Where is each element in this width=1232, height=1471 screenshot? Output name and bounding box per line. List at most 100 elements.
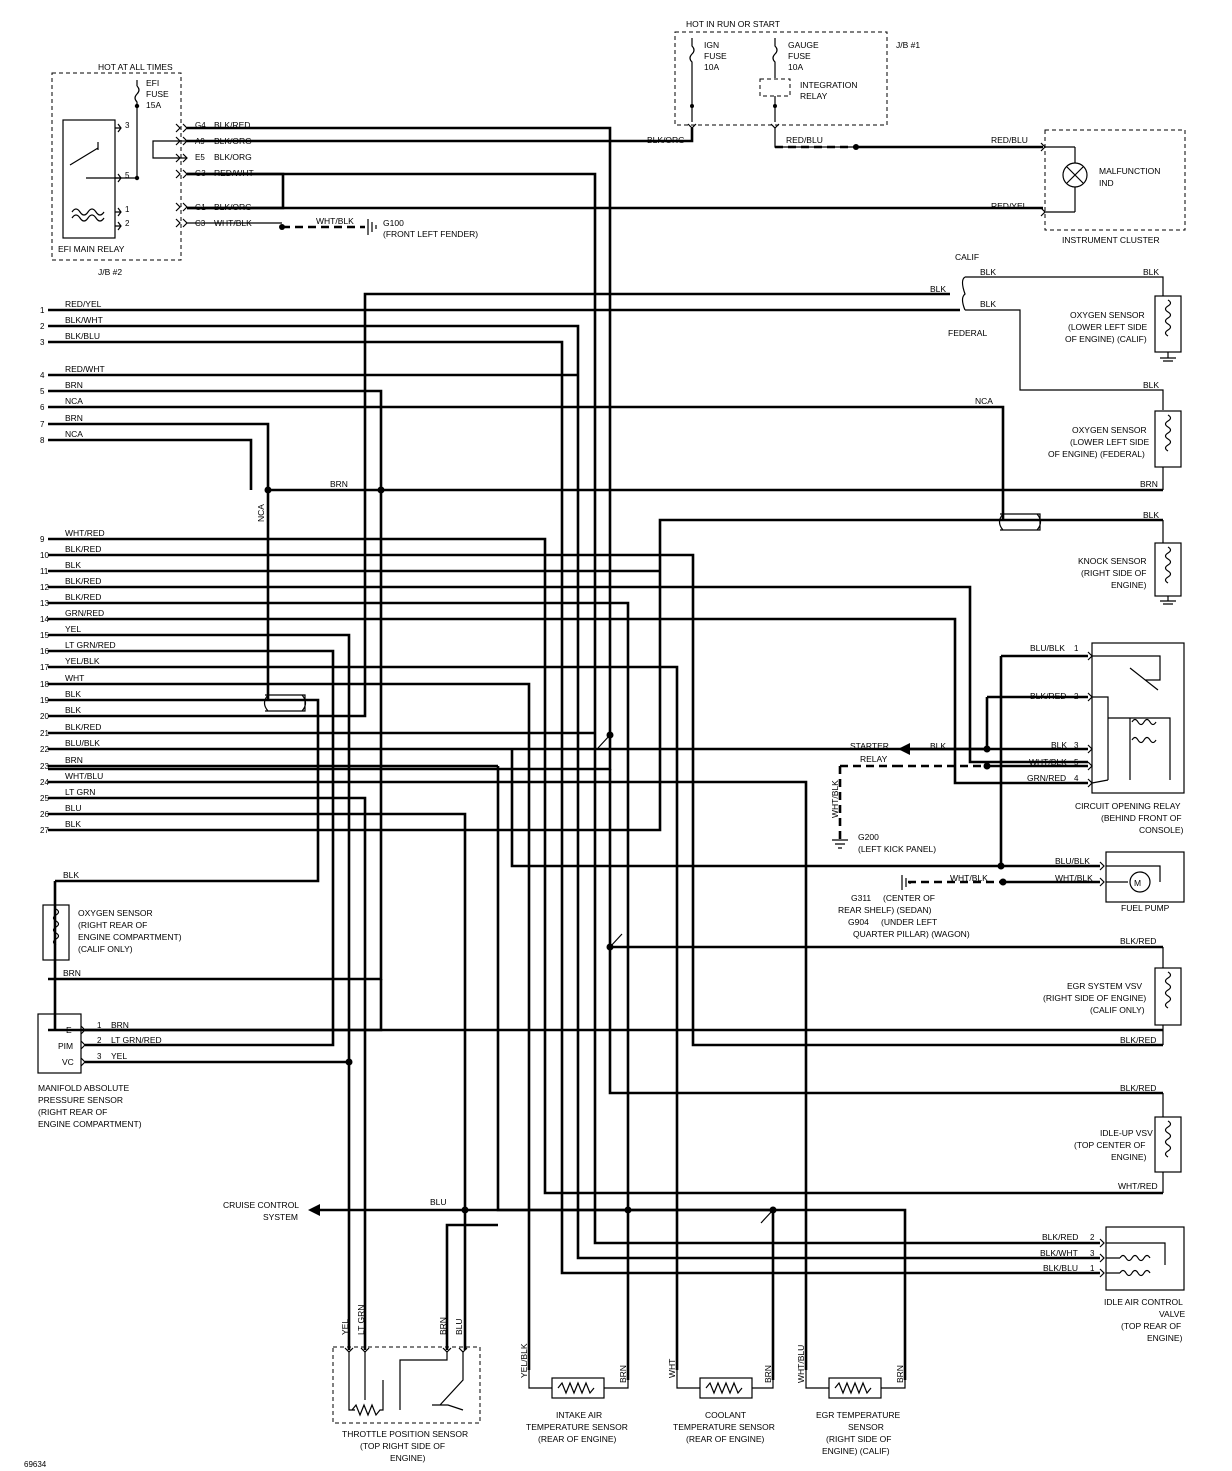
gauge-fuse-icon — [772, 38, 778, 78]
svg-text:BLK/WHT: BLK/WHT — [1040, 1248, 1078, 1258]
svg-text:2: 2 — [1090, 1233, 1095, 1242]
svg-text:G904: G904 — [848, 917, 869, 927]
ecm-pin-wire-label: BLK/RED — [65, 544, 101, 554]
relay-coil-icon — [71, 208, 105, 222]
svg-text:OXYGEN SENSOR: OXYGEN SENSOR — [78, 908, 153, 918]
svg-text:INTAKE AIR: INTAKE AIR — [556, 1410, 602, 1420]
svg-text:G200: G200 — [858, 832, 879, 842]
svg-text:INTEGRATION: INTEGRATION — [800, 80, 857, 90]
throttle-position-sensor: YEL LT GRN BRN BLU THROTTLE POSITION SEN… — [332, 1305, 481, 1463]
svg-text:RELAY: RELAY — [860, 754, 888, 764]
svg-text:TEMPERATURE SENSOR: TEMPERATURE SENSOR — [526, 1422, 628, 1432]
svg-text:15A: 15A — [146, 100, 161, 110]
svg-text:KNOCK SENSOR: KNOCK SENSOR — [1078, 556, 1147, 566]
svg-text:ENGINE) (CALIF): ENGINE) (CALIF) — [822, 1446, 890, 1456]
svg-text:ENGINE): ENGINE) — [1111, 580, 1147, 590]
ecm-pin-number: 16 — [40, 647, 49, 656]
jb1-block: HOT IN RUN OR START J/B #1 IGN FUSE 10A … — [674, 19, 920, 129]
svg-text:CIRCUIT OPENING RELAY: CIRCUIT OPENING RELAY — [1075, 801, 1181, 811]
ecm-pin-wire-label: GRN/RED — [65, 608, 104, 618]
ecm-pin-wire-label: BLU/BLK — [65, 738, 100, 748]
svg-text:WHT/BLK: WHT/BLK — [1029, 757, 1067, 767]
svg-text:BRN: BRN — [330, 479, 348, 489]
svg-text:WHT: WHT — [667, 1359, 677, 1378]
ecm-pin-wire-label: YEL — [65, 624, 81, 634]
o2-sensor-calif: CALIF BLK BLK BLK BLK FEDERAL OXYGEN SEN… — [930, 252, 1182, 410]
svg-text:BLK: BLK — [1143, 510, 1159, 520]
knock-sensor: BLK KNOCK SENSOR (RIGHT SIDE OF ENGINE) — [998, 510, 1182, 605]
svg-text:5: 5 — [125, 171, 130, 180]
ecm-pin-number: 17 — [40, 663, 49, 672]
svg-text:1: 1 — [125, 205, 130, 214]
shield-icon — [263, 694, 307, 712]
svg-text:G100: G100 — [383, 218, 404, 228]
svg-text:BLK: BLK — [930, 741, 946, 751]
shield-icon — [998, 513, 1042, 531]
svg-text:BLU/BLK: BLU/BLK — [1055, 856, 1090, 866]
ecm-pin-number: 19 — [40, 696, 49, 705]
ecm-pin-wire-label: BLK — [65, 819, 81, 829]
ecm-pin-wire-label: NCA — [65, 429, 83, 439]
svg-text:BLK/RED: BLK/RED — [1120, 936, 1156, 946]
svg-text:(REAR OF ENGINE): (REAR OF ENGINE) — [538, 1434, 617, 1444]
ecm-pin-number: 20 — [40, 712, 49, 721]
svg-text:(TOP RIGHT SIDE OF: (TOP RIGHT SIDE OF — [360, 1441, 445, 1451]
svg-text:BRN: BRN — [438, 1317, 448, 1335]
egr-temp-sensor: WHT/BLU BRN EGR TEMPERATURE SENSOR (RIGH… — [796, 1345, 906, 1456]
svg-text:10A: 10A — [704, 62, 719, 72]
ecm-pin-number: 24 — [40, 778, 49, 787]
svg-text:LT GRN: LT GRN — [356, 1305, 366, 1335]
svg-text:BLK: BLK — [63, 870, 79, 880]
svg-text:RED/BLU: RED/BLU — [786, 135, 823, 145]
svg-text:EFI MAIN RELAY: EFI MAIN RELAY — [58, 244, 125, 254]
svg-text:COOLANT: COOLANT — [705, 1410, 746, 1420]
svg-text:WHT/BLK: WHT/BLK — [1055, 873, 1093, 883]
svg-text:BRN: BRN — [895, 1365, 905, 1383]
ecm-pin-wire-label: RED/YEL — [65, 299, 102, 309]
svg-text:(LOWER LEFT SIDE: (LOWER LEFT SIDE — [1070, 437, 1150, 447]
svg-text:HOT IN RUN OR START: HOT IN RUN OR START — [686, 19, 780, 29]
svg-text:GAUGE: GAUGE — [788, 40, 819, 50]
svg-text:ENGINE COMPARTMENT): ENGINE COMPARTMENT) — [38, 1119, 142, 1129]
svg-text:OF ENGINE) (CALIF): OF ENGINE) (CALIF) — [1065, 334, 1147, 344]
ecm-pin-wire-label: BLK/RED — [65, 576, 101, 586]
starter-arrow-icon — [898, 743, 910, 755]
ecm-pin-wire-label: RED/WHT — [65, 364, 105, 374]
svg-text:(CALIF ONLY): (CALIF ONLY) — [78, 944, 133, 954]
ecm-pin-wire-label: BLK/WHT — [65, 315, 103, 325]
svg-text:OF ENGINE) (FEDERAL): OF ENGINE) (FEDERAL) — [1048, 449, 1145, 459]
svg-text:1: 1 — [97, 1021, 102, 1030]
svg-text:EFI: EFI — [146, 78, 159, 88]
svg-text:BLK/RED: BLK/RED — [1042, 1232, 1078, 1242]
svg-text:THROTTLE POSITION SENSOR: THROTTLE POSITION SENSOR — [342, 1429, 468, 1439]
motor-icon — [1129, 871, 1151, 893]
svg-text:1: 1 — [1090, 1264, 1095, 1273]
ecm-pin-wire-label: BLU — [65, 803, 82, 813]
svg-text:(RIGHT SIDE OF: (RIGHT SIDE OF — [1081, 568, 1147, 578]
svg-text:YEL: YEL — [111, 1051, 127, 1061]
svg-text:BLK/RED: BLK/RED — [1120, 1083, 1156, 1093]
ecm-pin-number: 15 — [40, 631, 49, 640]
cruise-arrow-icon — [308, 1204, 320, 1216]
map-sensor: E PIM VC 1 BRN 2 LT GRN/RED 3 YEL MANIFO… — [37, 1013, 162, 1129]
svg-text:2: 2 — [125, 219, 130, 228]
svg-text:(CENTER OF: (CENTER OF — [883, 893, 935, 903]
ecm-pin-number: 10 — [40, 551, 49, 560]
ecm-pin-number: 6 — [40, 403, 45, 412]
svg-text:J/B #2: J/B #2 — [98, 267, 122, 277]
ecm-pin-number: 27 — [40, 826, 49, 835]
ecm-pin-wire-label: BRN — [65, 413, 83, 423]
ecm-pin-number: 1 — [40, 306, 45, 315]
svg-text:(BEHIND FRONT OF: (BEHIND FRONT OF — [1101, 813, 1182, 823]
svg-text:REAR SHELF) (SEDAN): REAR SHELF) (SEDAN) — [838, 905, 932, 915]
svg-text:SYSTEM: SYSTEM — [263, 1212, 298, 1222]
o2-sensor-federal: BLK NCA OXYGEN SENSOR (LOWER LEFT SIDE O… — [975, 380, 1182, 490]
svg-text:IDLE AIR CONTROL: IDLE AIR CONTROL — [1104, 1297, 1183, 1307]
svg-text:IDLE-UP VSV: IDLE-UP VSV — [1100, 1128, 1153, 1138]
footer-code: 69634 — [24, 1460, 47, 1469]
svg-text:4: 4 — [1074, 774, 1079, 783]
svg-text:2: 2 — [97, 1036, 102, 1045]
svg-text:IGN: IGN — [704, 40, 719, 50]
integration-relay-icon — [759, 78, 791, 97]
